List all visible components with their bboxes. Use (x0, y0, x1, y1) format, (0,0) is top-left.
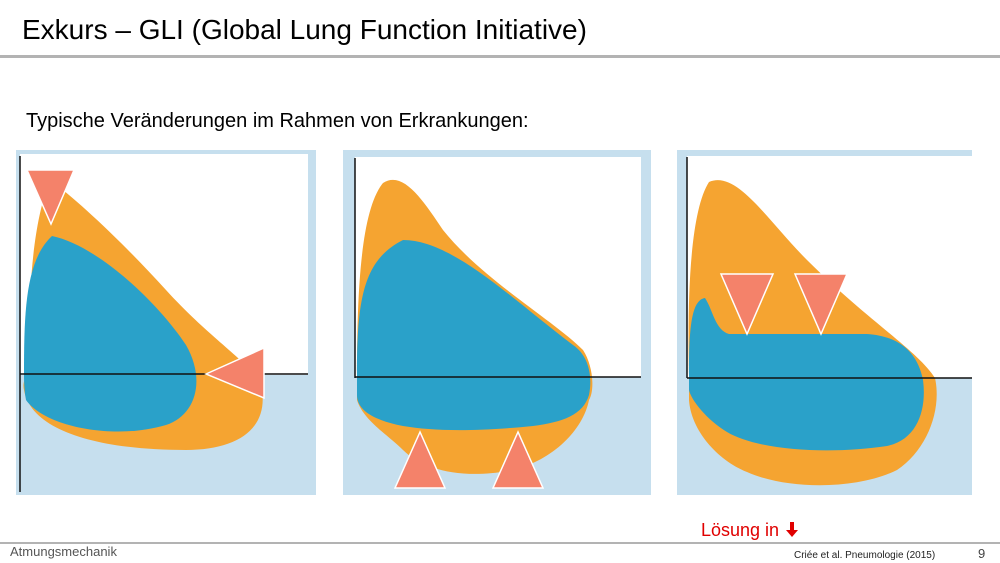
triangle-marker-icon (719, 273, 775, 336)
solution-link[interactable]: Lösung in (701, 518, 799, 542)
triangle-marker-icon (491, 430, 545, 489)
title-divider (0, 55, 1000, 58)
solution-label: Lösung in (701, 520, 780, 540)
triangle-marker-icon (25, 169, 76, 226)
page-number: 9 (978, 546, 986, 561)
footer-divider (0, 542, 1000, 544)
slide-subtitle: Typische Veränderungen im Rahmen von Erk… (26, 110, 529, 132)
flow-volume-panel-1 (16, 150, 316, 495)
triangle-marker-icon (793, 273, 849, 336)
flow-volume-panel-2 (343, 150, 651, 495)
triangle-marker-icon (393, 430, 447, 489)
patient-loop (24, 236, 197, 432)
patient-loop (689, 298, 924, 451)
footer-section-label: Atmungsmechanik (10, 544, 117, 559)
source-citation: Criée et al. Pneumologie (2015) (794, 550, 936, 561)
patient-loop (357, 240, 591, 431)
slide-title: Exkurs – GLI (Global Lung Function Initi… (22, 14, 587, 45)
flow-volume-panel-3 (677, 150, 972, 495)
triangle-marker-icon (204, 346, 265, 400)
arrow-down-icon (786, 522, 799, 537)
